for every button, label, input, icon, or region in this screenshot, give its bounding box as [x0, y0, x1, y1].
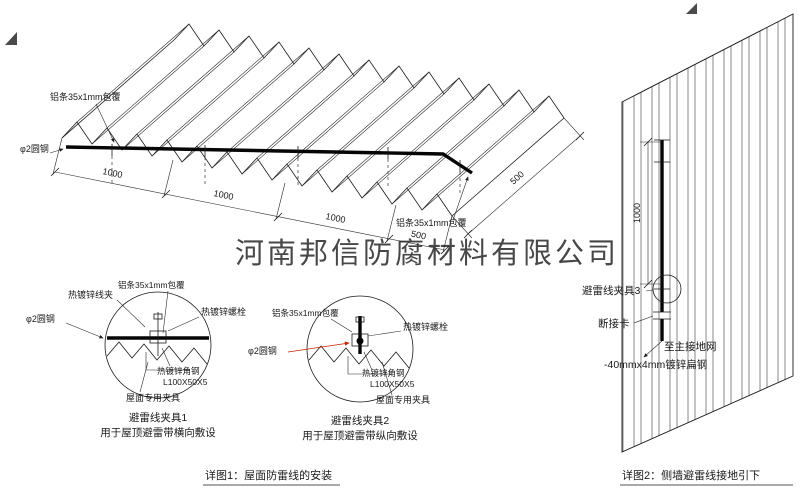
label-flat-steel: -40mmx4mm镀锌扁钢: [604, 358, 707, 371]
detail2-title: 避雷线夹具2: [331, 414, 389, 427]
label-disconnect: 断接卡: [598, 317, 630, 330]
dimension-side: 500: [451, 117, 585, 239]
detail1-nut: [153, 313, 163, 320]
detail1-label-strip: 铝条35x1mm包覆: [118, 280, 185, 290]
wire-clamps: [111, 144, 461, 196]
wall-drawing: 1000 避雷线夹具3 断接卡 至主接地网 -40mmx4mm镀锌扁钢: [582, 13, 794, 453]
dimension-chain: 1000 1000 1000 500: [50, 137, 453, 255]
detail1-subtitle: 用于屋顶避雷带横向敷设: [100, 426, 216, 439]
detail2-label-strip: 铝条35x1mm包覆: [272, 308, 339, 318]
detail2-nut: [355, 316, 365, 323]
wall-dimension: 1000: [632, 137, 662, 289]
caption-right: 详图2：侧墙避雷线接地引下: [620, 468, 793, 486]
wall-panel: [621, 13, 794, 453]
detail1-label-wire-clip: 热镀锌线夹: [68, 289, 113, 300]
detail1-label-roof-clamp: 屋面专用夹具: [126, 392, 180, 403]
detail2-angle-steel: [347, 356, 392, 375]
detail1-label-round-steel: φ2圆钢: [26, 313, 55, 324]
roof-isometric-drawing: 铝条35x1mm包覆 φ2圆钢 铝条35x1mm包覆 1000 1000 100…: [20, 23, 585, 255]
detail2-roof-section: [308, 345, 410, 369]
dim-side-500: 500: [508, 169, 526, 186]
label-aluminum-strip-left: 铝条35x1mm包覆: [50, 91, 121, 102]
detail2-label-bolt: 热镀锌螺栓: [403, 321, 448, 332]
dim-500: 500: [410, 229, 427, 242]
detail1-title: 避雷线夹具1: [129, 411, 187, 424]
wall-dim-1000: 1000: [632, 203, 642, 223]
detail2-clamp-body: [351, 333, 369, 347]
detail2-labels: 铝条35x1mm包覆 热镀锌螺栓 φ2圆钢 热镀锌角钢 L100X50X5 屋面…: [248, 308, 448, 405]
wall-clamp-ticks: [654, 161, 670, 290]
disconnect-link: [653, 311, 671, 320]
corner-mark-left: [5, 32, 17, 45]
dim-1000-c: 1000: [325, 211, 347, 225]
detail1-label-angle: 热镀锌角钢: [157, 366, 200, 376]
caption-left-text: 详图1：屋面防雷线的安装: [205, 468, 332, 482]
detail2-label-angle-spec: L100X50X5: [370, 379, 415, 389]
roof-labels: 铝条35x1mm包覆 φ2圆钢 铝条35x1mm包覆: [20, 91, 469, 228]
detail2-label-angle: 热镀锌角钢: [362, 368, 405, 378]
caption-right-text: 详图2：侧墙避雷线接地引下: [622, 468, 760, 482]
detail1-roof-section: [106, 341, 208, 365]
corner-mark-right: [686, 3, 697, 14]
company-watermark: 河南邦信防腐材料有限公司: [235, 237, 619, 270]
lightning-wire: [65, 145, 473, 175]
label-aluminum-strip-right: 铝条35x1mm包覆: [396, 217, 467, 228]
detail1-clamp-body: [149, 330, 167, 344]
dim-1000-a: 1000: [102, 166, 124, 180]
wall-detail-bubble: [652, 274, 682, 304]
dim-1000-b: 1000: [213, 188, 235, 202]
detail1-label-angle-spec: L100X50X5: [163, 377, 208, 387]
label-clamp3: 避雷线夹具3: [582, 284, 640, 297]
roof-side-edges: [61, 39, 565, 217]
detail2-label-roof-clamp: 屋面专用夹具: [376, 394, 430, 405]
detail2-wire-cross-section: [356, 337, 364, 345]
caption-left: 详图1：屋面防雷线的安装: [203, 468, 340, 486]
detail1-label-bolt: 热镀锌螺栓: [201, 306, 246, 317]
ground-arrow: [643, 340, 663, 358]
detail2-label-round-steel: φ2圆钢: [248, 345, 277, 356]
label-to-ground: 至主接地网: [664, 340, 717, 353]
label-round-steel: φ2圆钢: [20, 143, 49, 154]
detail2-subtitle: 用于屋顶避雷带纵向敷设: [302, 429, 418, 442]
wall-labels: 避雷线夹具3 断接卡 至主接地网 -40mmx4mm镀锌扁钢: [582, 284, 717, 371]
detail-circle-1: 热镀锌线夹 铝条35x1mm包覆 热镀锌螺栓 φ2圆钢 热镀锌角钢 L100X5…: [26, 280, 246, 439]
roof-back-edge: [173, 23, 565, 119]
detail-circle-2: 铝条35x1mm包覆 热镀锌螺栓 φ2圆钢 热镀锌角钢 L100X50X5 屋面…: [248, 295, 448, 442]
roof-valley-lines: [91, 45, 535, 211]
roof-ridge-lines: [76, 23, 550, 195]
detail1-labels: 热镀锌线夹 铝条35x1mm包覆 热镀锌螺栓 φ2圆钢 热镀锌角钢 L100X5…: [26, 280, 246, 403]
